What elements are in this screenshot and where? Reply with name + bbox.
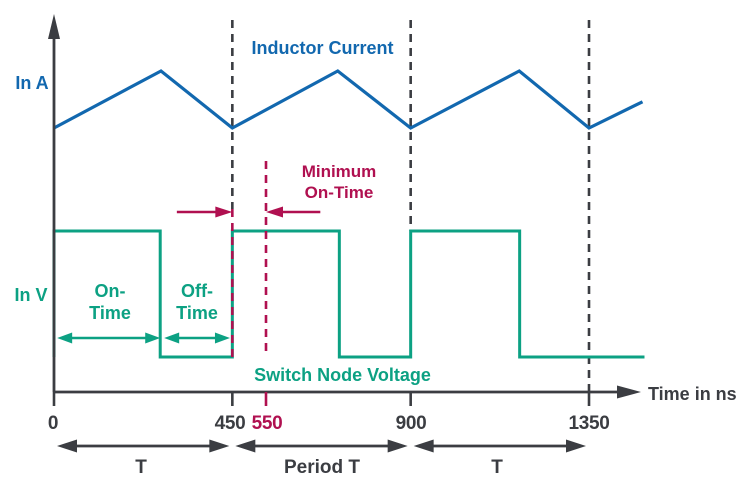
inductor-current-label: Inductor Current — [251, 38, 394, 58]
x-tick-label-0: 0 — [47, 413, 59, 434]
x-axis-arrowhead-icon — [617, 385, 641, 399]
switch-node-voltage-line — [52, 229, 645, 359]
period-label-t1: T — [135, 457, 147, 478]
on-time-label: On- Time — [89, 281, 131, 323]
period-arrow-0-right-arrowhead — [209, 439, 230, 453]
min-on-time-arrow-0-head — [215, 206, 233, 218]
period-arrow-2-left-arrowhead — [413, 439, 434, 453]
minimum-on-time-label: Minimum On-Time — [301, 162, 377, 202]
x-axis-title: Time in ns — [648, 384, 737, 404]
x-tick-label-1350: 1350 — [568, 413, 610, 434]
time-arrow-1-left-arrowhead — [164, 332, 180, 344]
inductor-current-line — [53, 69, 644, 130]
period-arrow-2-right-arrowhead — [566, 439, 587, 453]
period-label-period-t: Period T — [283, 457, 360, 478]
x-tick-label-550: 550 — [251, 413, 283, 434]
x-tick-label-900: 900 — [395, 413, 427, 434]
period-label-t2: T — [491, 457, 503, 478]
period-arrow-1-left-arrowhead — [235, 439, 256, 453]
switch-node-voltage-label: Switch Node Voltage — [254, 365, 431, 385]
period-arrow-1-right-arrowhead — [387, 439, 408, 453]
x-tick-label-450: 450 — [214, 413, 246, 434]
current-axis-unit-label: In A — [15, 73, 49, 93]
min-on-time-arrow-1-head — [266, 206, 283, 218]
y-axis-arrowhead-icon — [48, 14, 60, 39]
voltage-axis-unit-label: In V — [14, 285, 48, 305]
off-time-label: Off- Time — [176, 281, 218, 323]
time-arrow-0-right-arrowhead — [145, 332, 161, 344]
time-arrow-1-right-arrowhead — [214, 332, 230, 344]
time-arrow-0-left-arrowhead — [57, 332, 73, 344]
period-arrow-0-left-arrowhead — [57, 439, 77, 453]
